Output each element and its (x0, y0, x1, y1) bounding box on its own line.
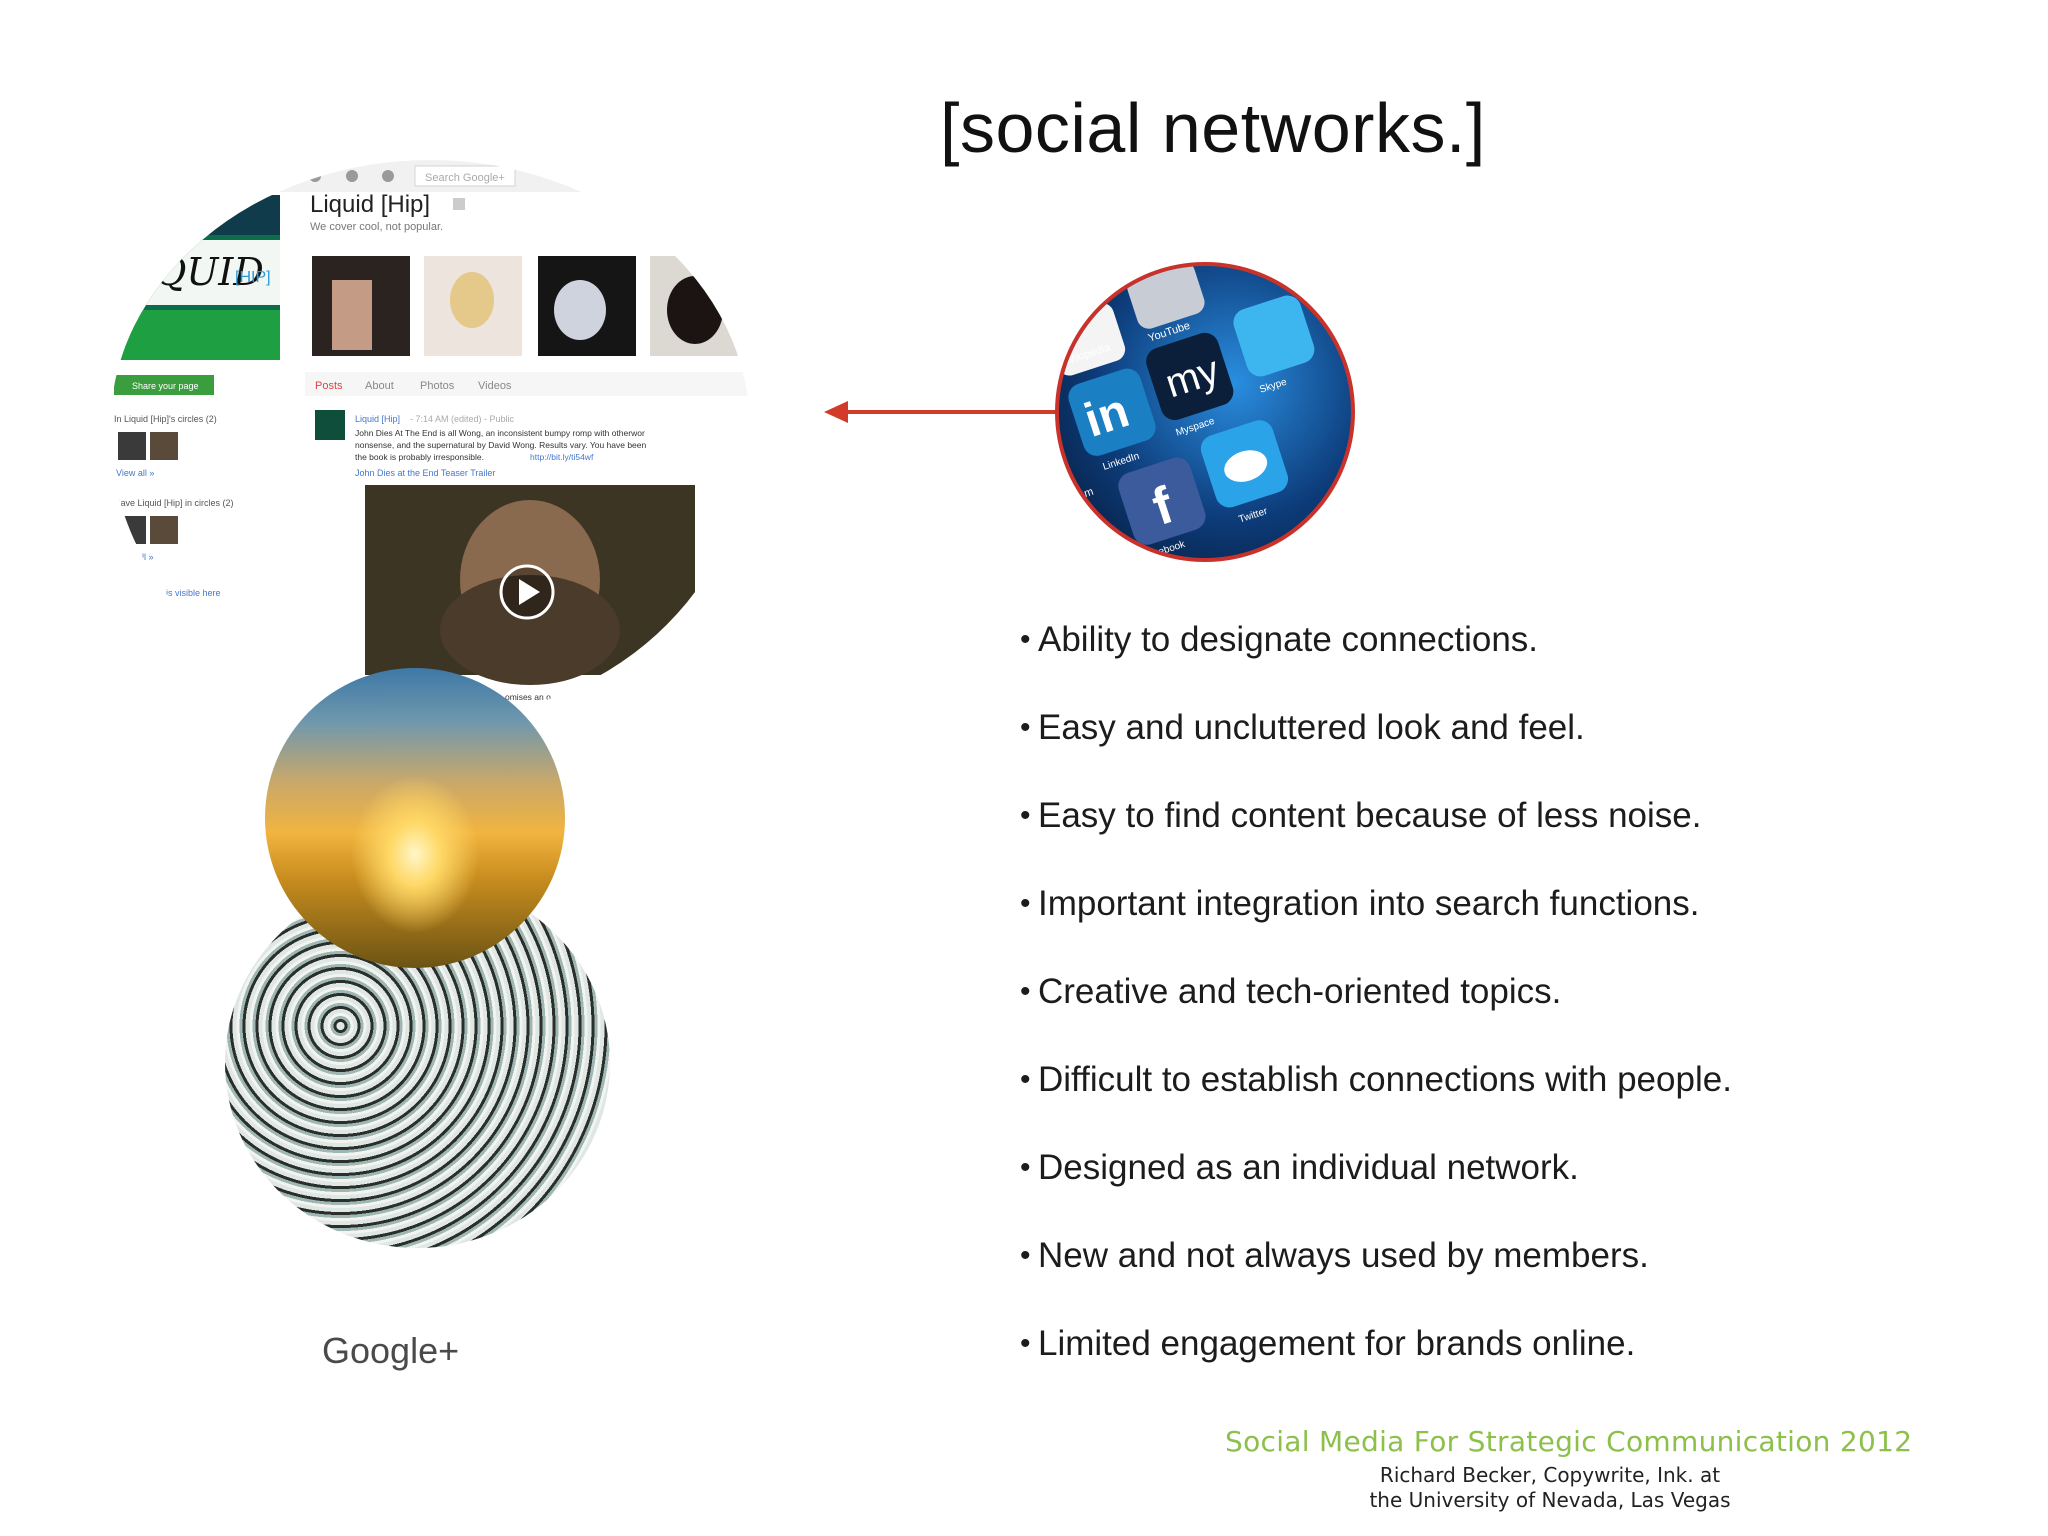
arrow-left-icon (824, 401, 1060, 423)
gplus-post-link: http://bit.ly/ti54wf (530, 452, 594, 462)
bullet-item: •Designed as an individual network. (1020, 1148, 1579, 1187)
gplus-logo-text: LIQUID (114, 250, 264, 294)
gplus-view-all-2: w all » (127, 552, 154, 562)
gplus-have-in-circles: Have Liquid [Hip] in circles (2) (114, 498, 234, 508)
gplus-tab-videos: Videos (478, 380, 512, 392)
bullet-text: Ability to designate connections. (1038, 620, 1539, 659)
gplus-tab-photos: Photos (420, 380, 455, 392)
bullet-item: •Important integration into search funct… (1020, 884, 1700, 923)
slide-title: [social networks.] (940, 89, 1486, 167)
bullet-text: Easy to find content because of less noi… (1038, 796, 1702, 835)
skype-label: Skype (1258, 376, 1288, 395)
bullet-text: New and not always used by members. (1038, 1236, 1649, 1275)
gplus-post-text-3: the book is probably irresponsible. (355, 452, 484, 462)
linkedin-icon (1068, 368, 1156, 456)
gplus-search-input: Search Google+ (425, 172, 505, 184)
bullet-item: •Creative and tech-oriented topics. (1020, 972, 1562, 1011)
gplus-post-text-1: John Dies At The End is all Wong, an inc… (355, 428, 645, 438)
myspace-label: Myspace (1175, 416, 1217, 439)
gplus-post-tail: omises an o (505, 692, 551, 702)
gplus-tagline: We cover cool, not popular. (310, 221, 443, 233)
bullet-text: Difficult to establish connections with … (1038, 1060, 1732, 1099)
twitter-label: Twitter (1237, 506, 1269, 526)
facebook-icon (1118, 457, 1206, 545)
gplus-post-video-title: John Dies at the End Teaser Trailer (355, 468, 495, 478)
myspace-icon (1146, 332, 1234, 421)
footer-school: the University of Nevada, Las Vegas (1369, 1488, 1731, 1512)
linkedin-label: LinkedIn (1102, 451, 1141, 473)
bullet-item: •Easy and uncluttered look and feel. (1020, 708, 1585, 747)
gplus-visible-here: s who is visible here (140, 588, 221, 598)
gplus-screenshot-image: Search Google+ LIQUID [HIP] Liquid [Hip]… (110, 160, 750, 720)
bullet-item: •Limited engagement for brands online. (1020, 1324, 1636, 1363)
crowd-photo (225, 878, 610, 1248)
gplus-tab-about: About (365, 380, 394, 392)
bullet-text: Designed as an individual network. (1038, 1148, 1579, 1187)
bullet-item: •Ability to designate connections. (1020, 620, 1539, 659)
google-plus-caption: Google+ (322, 1330, 460, 1371)
bullet-item: •New and not always used by members. (1020, 1236, 1649, 1275)
gplus-circles-in: In Liquid [Hip]'s circles (2) (114, 414, 217, 424)
bullet-text: Limited engagement for brands online. (1038, 1324, 1636, 1363)
gplus-tab-posts: Posts (315, 380, 343, 392)
bullet-item: •Easy to find content because of less no… (1020, 796, 1702, 835)
gplus-logo-suffix: [HIP] (235, 269, 271, 286)
gplus-post-meta: - 7:14 AM (edited) - Public (410, 414, 515, 424)
footer-course-title: Social Media For Strategic Communication… (1225, 1425, 1913, 1458)
gplus-page-name: Liquid [Hip] (310, 191, 430, 218)
bullet-text: Important integration into search functi… (1038, 884, 1700, 923)
bullet-text: Easy and uncluttered look and feel. (1038, 708, 1585, 747)
skype-icon (1233, 295, 1315, 377)
gplus-view-all: View all » (116, 468, 154, 478)
social-network-icons-image: Wikipedia YouTube my Myspace in LinkedIn… (1055, 262, 1355, 562)
sunflower-field-photo (265, 668, 565, 968)
bullet-text: Creative and tech-oriented topics. (1038, 972, 1562, 1011)
bullet-list: •Ability to designate connections. •Easy… (1020, 610, 2000, 1402)
bullet-item: •Difficult to establish connections with… (1020, 1060, 1732, 1099)
gplus-share-label: Share your page (132, 381, 199, 391)
instagram-label: gram (1067, 486, 1095, 505)
footer-author: Richard Becker, Copywrite, Ink. at (1379, 1463, 1721, 1487)
gplus-post-text-2: nonsense, and the supernatural by David … (355, 440, 647, 450)
gplus-post-author: Liquid [Hip] (355, 414, 400, 424)
gplus-share-button (114, 375, 214, 395)
